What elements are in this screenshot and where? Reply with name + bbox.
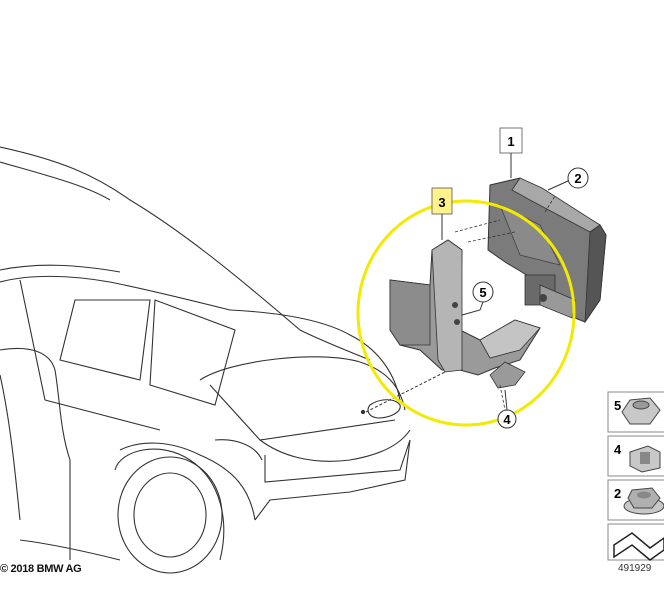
car-outline — [0, 146, 411, 574]
highlight-ellipse — [356, 199, 576, 427]
legend-clip-nut-icon: 4 — [607, 435, 664, 477]
callout-4-label: 4 — [503, 412, 511, 427]
legend-nut-icon: 5 — [607, 391, 664, 433]
assembly-lines — [454, 195, 556, 411]
callout-1[interactable]: 1 — [499, 127, 523, 178]
callout-1-label: 1 — [507, 134, 514, 149]
callout-5[interactable]: 5 — [461, 281, 494, 316]
callout-4[interactable]: 4 — [497, 389, 517, 429]
callout-5-label: 5 — [479, 285, 486, 300]
legend-arrow-icon — [607, 523, 664, 561]
callout-2-label: 2 — [574, 171, 581, 186]
legend-label-5: 5 — [614, 398, 621, 413]
document-number: 491929 — [618, 563, 652, 574]
legend-flange-nut-icon: 2 — [607, 479, 664, 521]
callout-2[interactable]: 2 — [547, 167, 589, 191]
legend-label-2: 2 — [614, 486, 621, 501]
callout-3[interactable]: 3 — [431, 187, 453, 240]
callout-3-label: 3 — [438, 195, 445, 210]
bracket — [389, 239, 541, 389]
copyright-text: © 2018 BMW AG — [0, 563, 82, 575]
control-module — [487, 177, 607, 324]
legend-label-4: 4 — [614, 442, 622, 457]
